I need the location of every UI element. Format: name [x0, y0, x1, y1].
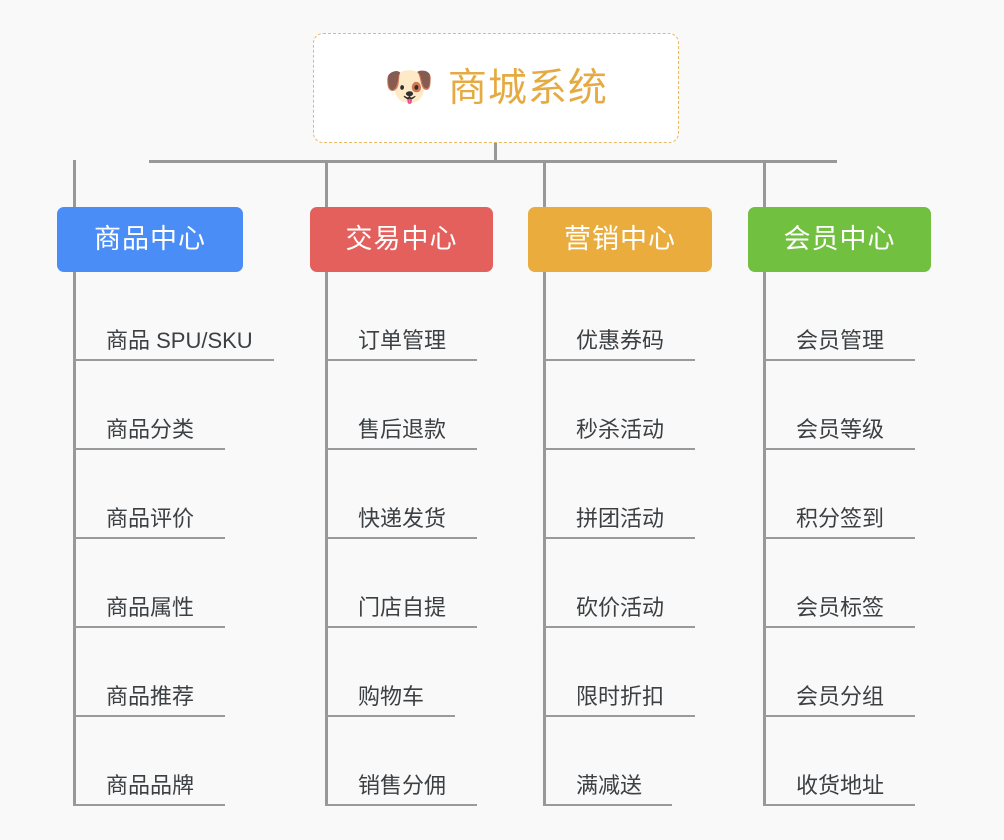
category-label: 商品中心 [94, 224, 206, 254]
leaf-underline [763, 715, 915, 717]
leaf-item[interactable]: 商品品牌 [73, 717, 253, 806]
leaf-underline [543, 626, 695, 628]
leaf-underline [73, 715, 225, 717]
leaf-item[interactable]: 会员标签 [763, 539, 915, 628]
leaf-label: 商品分类 [106, 417, 195, 442]
leaf-label: 售后退款 [358, 417, 447, 442]
leaf-underline [325, 537, 477, 539]
leaf-item[interactable]: 商品推荐 [73, 628, 253, 717]
category-box-marketing-center[interactable]: 营销中心 [528, 207, 712, 272]
category-label: 营销中心 [564, 224, 676, 254]
leaf-label: 拼团活动 [576, 506, 665, 531]
leaf-item[interactable]: 砍价活动 [543, 539, 695, 628]
branch-spine [325, 272, 328, 806]
leaf-underline [325, 715, 455, 717]
leaf-underline [325, 359, 477, 361]
leaf-underline [543, 537, 695, 539]
leaf-item[interactable]: 收货地址 [763, 717, 915, 806]
leaf-underline [325, 626, 477, 628]
leaf-label: 积分签到 [796, 506, 885, 531]
leaf-underline [763, 626, 915, 628]
leaf-label: 优惠券码 [576, 328, 665, 353]
leaf-underline [73, 448, 225, 450]
category-label: 交易中心 [345, 224, 458, 254]
leaf-item[interactable]: 优惠券码 [543, 272, 695, 361]
leaf-item[interactable]: 限时折扣 [543, 628, 695, 717]
root-title: 商城系统 [447, 66, 608, 110]
connector-root-stem [494, 143, 497, 163]
category-label: 会员中心 [783, 224, 896, 254]
leaf-label: 订单管理 [358, 328, 447, 353]
leaf-underline [543, 448, 695, 450]
leaf-item[interactable]: 订单管理 [325, 272, 477, 361]
branch-spine [763, 272, 766, 806]
leaf-item[interactable]: 会员管理 [763, 272, 915, 361]
leaf-item[interactable]: 积分签到 [763, 450, 915, 539]
leaf-item[interactable]: 商品评价 [73, 450, 253, 539]
leaf-item[interactable]: 满减送 [543, 717, 672, 806]
leaf-item[interactable]: 门店自提 [325, 539, 477, 628]
leaf-underline [73, 359, 274, 361]
connector-drop-marketing-center [543, 160, 546, 207]
leaf-underline [763, 359, 915, 361]
leaf-label: 会员等级 [796, 417, 885, 442]
category-box-trade-center[interactable]: 交易中心 [310, 207, 493, 272]
leaf-label: 商品属性 [106, 595, 195, 620]
leaf-item[interactable]: 会员等级 [763, 361, 915, 450]
leaf-label: 秒杀活动 [576, 417, 665, 442]
leaf-item[interactable]: 商品分类 [73, 361, 253, 450]
leaf-item[interactable]: 会员分组 [763, 628, 915, 717]
connector-drop-product-center [73, 160, 76, 207]
leaf-label: 砍价活动 [576, 595, 665, 620]
leaf-item[interactable]: 销售分佣 [325, 717, 477, 806]
leaf-item[interactable]: 商品 SPU/SKU [73, 272, 274, 361]
leaf-label: 销售分佣 [358, 773, 447, 798]
branch-member-center: 会员管理会员等级积分签到会员标签会员分组收货地址 [763, 272, 915, 806]
leaf-label: 商品 SPU/SKU [106, 328, 253, 353]
root-node[interactable]: 🐶 商城系统 [313, 33, 679, 143]
leaf-underline [543, 804, 672, 806]
leaf-label: 商品评价 [106, 506, 195, 531]
branch-spine [543, 272, 546, 806]
leaf-underline [325, 804, 477, 806]
leaf-item[interactable]: 商品属性 [73, 539, 253, 628]
connector-drop-trade-center [325, 160, 328, 207]
leaf-label: 商品推荐 [106, 684, 195, 709]
leaf-label: 商品品牌 [106, 773, 195, 798]
category-box-member-center[interactable]: 会员中心 [748, 207, 931, 272]
leaf-underline [73, 537, 225, 539]
dog-face-icon: 🐶 [384, 65, 434, 109]
leaf-label: 快递发货 [358, 506, 447, 531]
branch-trade-center: 订单管理售后退款快递发货门店自提购物车销售分佣 [325, 272, 477, 806]
branch-marketing-center: 优惠券码秒杀活动拼团活动砍价活动限时折扣满减送 [543, 272, 695, 806]
leaf-label: 门店自提 [358, 595, 447, 620]
branch-product-center: 商品 SPU/SKU 商品分类商品评价商品属性商品推荐商品品牌 [73, 272, 274, 806]
leaf-underline [543, 715, 695, 717]
connector-drop-member-center [763, 160, 766, 207]
leaf-underline [73, 804, 225, 806]
leaf-item[interactable]: 购物车 [325, 628, 455, 717]
leaf-item[interactable]: 售后退款 [325, 361, 477, 450]
leaf-label: 会员管理 [796, 328, 885, 353]
leaf-underline [543, 359, 695, 361]
leaf-item[interactable]: 秒杀活动 [543, 361, 695, 450]
leaf-label: 购物车 [358, 684, 425, 709]
leaf-underline [763, 537, 915, 539]
leaf-underline [73, 626, 225, 628]
leaf-underline [325, 448, 477, 450]
branch-spine [73, 272, 76, 806]
leaf-label: 会员分组 [796, 684, 885, 709]
connector-horizontal-bus [149, 160, 837, 163]
leaf-label: 满减送 [576, 773, 643, 798]
leaf-underline [763, 448, 915, 450]
category-box-product-center[interactable]: 商品中心 [57, 207, 243, 272]
leaf-item[interactable]: 拼团活动 [543, 450, 695, 539]
leaf-item[interactable]: 快递发货 [325, 450, 477, 539]
leaf-underline [763, 804, 915, 806]
leaf-label: 收货地址 [796, 773, 885, 798]
leaf-label: 会员标签 [796, 595, 885, 620]
leaf-label: 限时折扣 [576, 684, 665, 709]
